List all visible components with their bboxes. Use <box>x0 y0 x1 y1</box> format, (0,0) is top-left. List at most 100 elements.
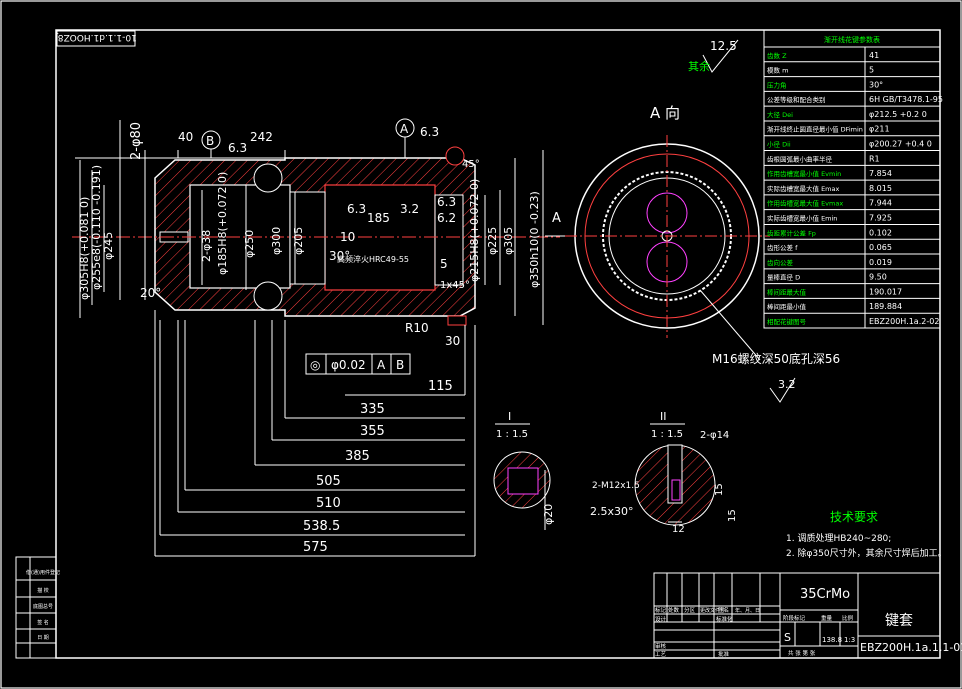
view-a-title: A 向 <box>650 104 680 122</box>
stage-mark: S <box>784 631 791 644</box>
dim-r10: R10 <box>405 321 429 335</box>
spline-param-label: 齿距累计公差 Fp <box>767 228 816 237</box>
drawing-number: EBZ200H.1a.1.1-01 <box>860 641 962 654</box>
spline-param-label: 模数 m <box>767 66 788 75</box>
tb-label: 工艺 <box>655 651 667 658</box>
dim-10: 10 <box>340 230 355 244</box>
dim-6-2: 6.2 <box>437 211 456 225</box>
dim-115: 115 <box>428 379 453 394</box>
dim-305: φ305 <box>502 227 515 255</box>
dim-505: 505 <box>316 474 341 489</box>
dim-255e8: φ255e8(-0.110 -0.191) <box>90 165 103 290</box>
spline-table-title: 渐开线花键参数表 <box>824 35 880 44</box>
spline-param-value: 0.019 <box>869 258 892 267</box>
tb-label: 标记 <box>655 606 667 614</box>
roughness-6-3: 6.3 <box>228 141 247 155</box>
tb-label: 阶段标记 <box>783 614 806 622</box>
detail-two-dim-15a: 15 <box>714 483 725 496</box>
tech-requirements: 技术要求 1. 调质处理HB240~280; 2. 除φ350尺寸外，其余尺寸焊… <box>786 510 947 559</box>
spline-param-label: 实际齿槽宽最大值 Emax <box>767 184 839 193</box>
tech-item: 2. 除φ350尺寸外，其余尺寸焊后加工。 <box>786 547 947 559</box>
dim-300: φ300 <box>270 227 283 255</box>
tb-label: 审核 <box>655 642 667 650</box>
detail-one-dim: φ20 <box>542 504 555 525</box>
spline-param-value: 0.102 <box>869 228 892 237</box>
dim-2-38: 2-φ38 <box>200 230 213 262</box>
spline-param-value: 5 <box>869 66 874 75</box>
detail-one: I 1 : 1.5 φ20 <box>493 410 555 530</box>
tolerance-frame: ◎ φ0.02 A B <box>305 353 411 375</box>
tb-label: 重量 <box>821 614 833 622</box>
thread-note: M16螺纹深50底孔深56 <box>712 351 840 366</box>
tb-label: 处数 <box>668 606 680 614</box>
roughness-rest: 12.5 其余 <box>688 39 739 73</box>
detail-two: II 1 : 1.5 2-φ14 2-M12x1.5 2.5x30° 15 15… <box>590 410 738 535</box>
roughness-view-a: 3.2 <box>778 378 796 391</box>
spline-param-label: 棒间距最小值 <box>767 302 807 311</box>
dim-245: φ245 <box>102 232 115 260</box>
detail-two-dim-12: 12 <box>672 524 685 535</box>
spline-param-value: 7.944 <box>869 199 892 208</box>
dim-185: 185 <box>367 211 390 225</box>
datum-a: A <box>400 122 409 136</box>
strip-label: 底图总号 <box>33 603 53 610</box>
dim-575: 575 <box>303 540 328 555</box>
dim-20deg: 20° <box>140 286 161 300</box>
arrow-a-label: A <box>552 211 561 226</box>
tolerance-datum-1: A <box>377 358 386 372</box>
spline-param-value: 0.065 <box>869 243 892 252</box>
spline-param-label: 棒间距最大值 <box>767 287 807 296</box>
detail-two-dim-15b: 15 <box>727 509 738 522</box>
concentricity-icon: ◎ <box>310 358 320 372</box>
dim-538-5: 538.5 <box>303 519 340 534</box>
spline-param-label: 相配花键图号 <box>767 317 807 326</box>
dim-250: φ250 <box>243 230 256 258</box>
spline-param-value: 6H GB/T3478.1-95 <box>869 95 943 104</box>
spline-param-label: 压力角 <box>767 80 787 89</box>
tb-label: 标准化 <box>716 615 733 623</box>
dim-30deg: 30° <box>329 249 350 263</box>
strip-label: 描 校 <box>37 587 49 594</box>
inner-border <box>55 29 941 659</box>
dim-2-80: 2-φ80 <box>129 122 144 160</box>
spline-param-label: 作用齿槽宽最大值 Evmax <box>767 199 843 208</box>
stamp-box <box>56 30 136 47</box>
dim-40: 40 <box>178 130 193 144</box>
dim-5: 5 <box>440 257 448 271</box>
roughness-rest-label: 其余 <box>688 59 710 73</box>
spline-param-label: 齿根圆弧最小曲率半径 <box>767 154 833 163</box>
spline-param-value: 9.50 <box>869 273 887 282</box>
dim-242: 242 <box>250 130 273 144</box>
dim-335: 335 <box>360 402 385 417</box>
tb-label: 年、月、日 <box>735 607 760 614</box>
spline-param-value: 7.854 <box>869 169 892 178</box>
datum-markers: B A <box>201 118 415 158</box>
tb-label: 更改文件号 <box>700 607 725 614</box>
datum-b: B <box>206 134 214 148</box>
material: 35CrMo <box>800 587 850 602</box>
spline-param-value: R1 <box>869 154 880 163</box>
dim-185h8: φ185H8(+0.072 0) <box>216 172 229 275</box>
tb-label: 设计 <box>655 615 667 623</box>
spline-param-value: φ211 <box>869 125 890 134</box>
horizontal-dims: 115 335 355 385 505 510 538.5 575 <box>303 379 453 555</box>
spline-param-value: φ212.5 +0.2 0 <box>869 110 927 119</box>
dim-510: 510 <box>316 496 341 511</box>
hardness-note: 高频淬火HRC49-55 <box>337 254 409 264</box>
spline-param-value: 30° <box>869 80 883 89</box>
spline-param-label: 齿形公差 f <box>767 243 798 252</box>
dim-225: φ225 <box>486 227 499 255</box>
view-a: A 向 M16螺纹深50底孔深56 3.2 <box>565 104 840 403</box>
dim-215h8: φ215H8(+0.072 0) <box>468 179 481 282</box>
detail-one-title: I <box>508 410 511 423</box>
diameter-dims: φ305H8(+0.081 0) φ255e8(-0.110 -0.191) φ… <box>78 122 541 300</box>
spline-param-value: 189.884 <box>869 302 902 311</box>
roughness-6-3: 6.3 <box>420 125 439 139</box>
spline-param-value: 190.017 <box>869 287 902 296</box>
tech-title: 技术要求 <box>830 510 878 524</box>
left-strip: 借(通)用件登记 描 校 底图总号 签 名 日 期 <box>15 556 60 659</box>
spline-param-value: EBZ200H.1a.2-02 <box>869 317 939 326</box>
tb-label: 共 张 第 张 <box>788 649 816 657</box>
spline-param-label: 渐开线终止圆直径最小值 DFimin <box>767 125 863 134</box>
dim-30: 30 <box>445 334 460 348</box>
